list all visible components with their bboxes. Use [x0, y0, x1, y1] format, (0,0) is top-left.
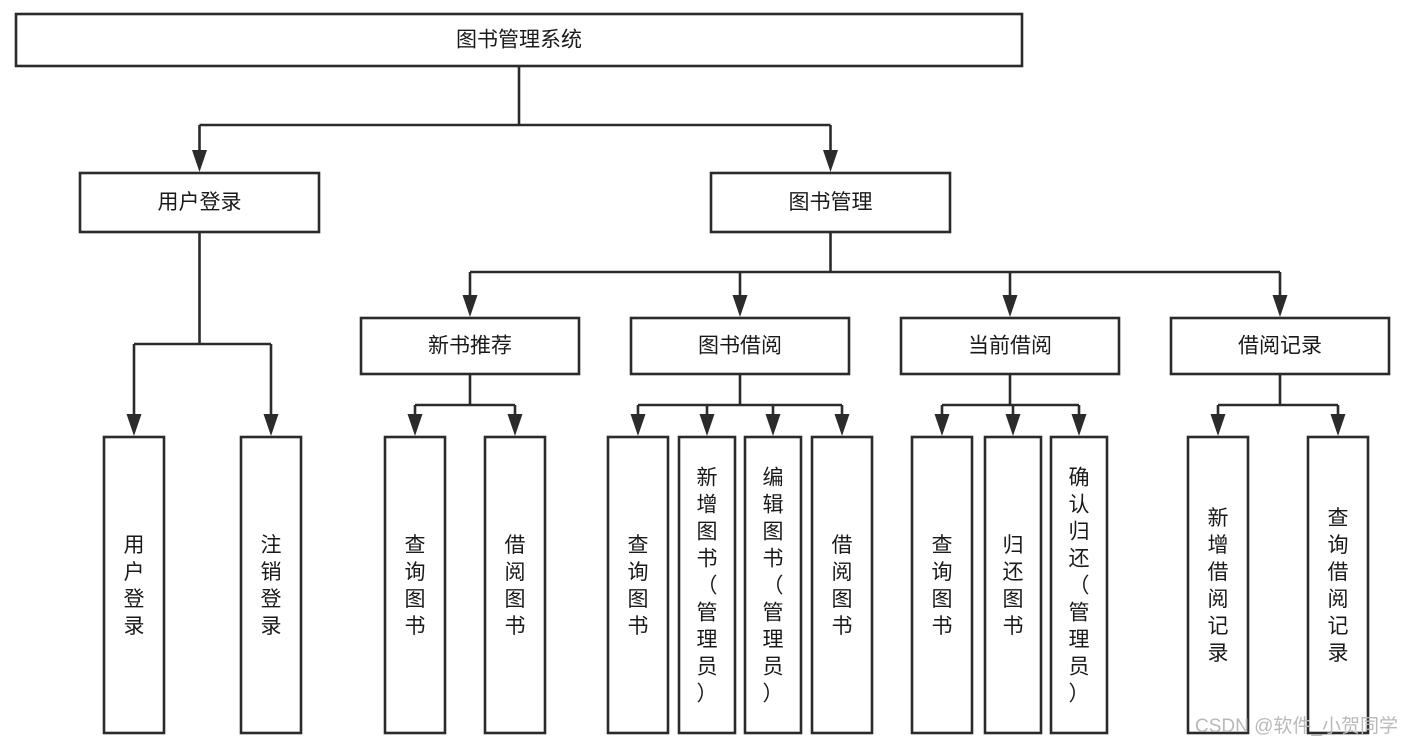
node-box-root[interactable]	[14, 12, 1024, 68]
node-box-leaf-query-book-2[interactable]	[606, 435, 670, 735]
arrow-head-icon	[263, 414, 279, 436]
arrow-head-icon	[1071, 414, 1087, 436]
node-user-login[interactable]: 用户登录	[78, 171, 321, 234]
node-label-leaf-user-login: 用户登录	[124, 534, 145, 638]
node-label-current-borrow: 当前借阅	[968, 335, 1052, 358]
node-box-leaf-add-book[interactable]	[677, 435, 737, 735]
node-box-book-manage[interactable]	[709, 171, 952, 234]
node-box-leaf-borrow-book-2[interactable]	[810, 435, 874, 735]
node-label-leaf-query-book-2: 查询图书	[628, 534, 649, 638]
watermark-label: CSDN @软件_小贺同学	[1195, 715, 1398, 737]
node-leaf-add-record[interactable]: 新增借阅记录	[1186, 435, 1250, 735]
connector-group-current-borrow	[934, 374, 1087, 436]
arrow-head-icon	[1330, 414, 1346, 436]
node-leaf-confirm-return[interactable]: 确认归还（管理员）	[1049, 435, 1109, 735]
arrow-head-icon	[507, 414, 523, 436]
node-label-leaf-query-book-1: 查询图书	[405, 534, 426, 638]
node-box-book-borrow[interactable]	[629, 316, 851, 376]
arrow-head-icon	[823, 150, 838, 172]
connector-group-new-book-rec	[407, 374, 523, 436]
node-leaf-add-book[interactable]: 新增图书（管理员）	[677, 435, 737, 735]
node-box-user-login[interactable]	[78, 171, 321, 234]
node-leaf-user-logout[interactable]: 注销登录	[239, 435, 303, 735]
arrow-head-icon	[192, 150, 207, 172]
arrow-head-icon	[126, 414, 142, 436]
node-box-current-borrow[interactable]	[899, 316, 1121, 376]
arrow-head-icon	[1272, 295, 1288, 317]
node-box-leaf-confirm-return[interactable]	[1049, 435, 1109, 735]
node-box-leaf-return-book[interactable]	[983, 435, 1043, 735]
node-box-new-book-rec[interactable]	[359, 316, 581, 376]
node-leaf-return-book[interactable]: 归还图书	[983, 435, 1043, 735]
node-label-borrow-record: 借阅记录	[1238, 335, 1322, 358]
node-box-leaf-user-login[interactable]	[102, 435, 166, 735]
arrow-head-icon	[407, 414, 423, 436]
node-label-leaf-add-record: 新增借阅记录	[1208, 507, 1229, 665]
arrow-head-icon	[834, 414, 850, 436]
node-box-leaf-query-book-1[interactable]	[383, 435, 447, 735]
connector-group-borrow-record	[1210, 374, 1346, 436]
connector-group-book-borrow	[630, 374, 850, 436]
node-leaf-edit-book[interactable]: 编辑图书（管理员）	[743, 435, 803, 735]
node-leaf-user-login[interactable]: 用户登录	[102, 435, 166, 735]
arrow-head-icon	[1210, 414, 1226, 436]
node-borrow-record[interactable]: 借阅记录	[1169, 316, 1391, 376]
node-label-leaf-borrow-book-1: 借阅图书	[505, 534, 526, 638]
node-box-leaf-edit-book[interactable]	[743, 435, 803, 735]
arrow-head-icon	[732, 295, 748, 317]
node-leaf-borrow-book-2[interactable]: 借阅图书	[810, 435, 874, 735]
node-box-leaf-query-record[interactable]	[1306, 435, 1370, 735]
node-new-book-rec[interactable]: 新书推荐	[359, 316, 581, 376]
arrow-head-icon	[934, 414, 950, 436]
node-label-book-borrow: 图书借阅	[698, 335, 782, 358]
node-leaf-query-record[interactable]: 查询借阅记录	[1306, 435, 1370, 735]
node-label-new-book-rec: 新书推荐	[428, 335, 512, 358]
node-label-leaf-query-record: 查询借阅记录	[1328, 507, 1349, 665]
arrow-head-icon	[765, 414, 781, 436]
node-label-leaf-user-logout: 注销登录	[261, 534, 282, 638]
node-box-borrow-record[interactable]	[1169, 316, 1391, 376]
connector-group-book-manage	[462, 232, 1288, 317]
arrow-head-icon	[630, 414, 646, 436]
node-leaf-query-book-2[interactable]: 查询图书	[606, 435, 670, 735]
arrow-head-icon	[1005, 414, 1021, 436]
node-box-leaf-query-book-3[interactable]	[910, 435, 974, 735]
connector-group-user-login	[126, 232, 279, 436]
node-label-leaf-confirm-return: 确认归还（管理员）	[1069, 467, 1090, 706]
nodes-layer: 图书管理系统用户登录图书管理新书推荐图书借阅当前借阅借阅记录用户登录注销登录查询…	[14, 12, 1391, 735]
connector-group-root	[192, 66, 838, 172]
node-box-leaf-user-logout[interactable]	[239, 435, 303, 735]
node-box-leaf-borrow-book-1[interactable]	[483, 435, 547, 735]
connectors-layer	[126, 66, 1346, 436]
node-leaf-query-book-1[interactable]: 查询图书	[383, 435, 447, 735]
node-label-book-manage: 图书管理	[789, 191, 873, 214]
node-book-borrow[interactable]: 图书借阅	[629, 316, 851, 376]
node-label-leaf-edit-book: 编辑图书（管理员）	[763, 467, 784, 706]
node-leaf-borrow-book-1[interactable]: 借阅图书	[483, 435, 547, 735]
node-current-borrow[interactable]: 当前借阅	[899, 316, 1121, 376]
node-label-leaf-borrow-book-2: 借阅图书	[832, 534, 853, 638]
node-leaf-query-book-3[interactable]: 查询图书	[910, 435, 974, 735]
arrow-head-icon	[462, 295, 478, 317]
node-label-leaf-return-book: 归还图书	[1003, 534, 1024, 638]
node-book-manage[interactable]: 图书管理	[709, 171, 952, 234]
arrow-head-icon	[699, 414, 715, 436]
node-label-user-login: 用户登录	[158, 191, 242, 214]
node-label-leaf-query-book-3: 查询图书	[932, 534, 953, 638]
node-root[interactable]: 图书管理系统	[14, 12, 1024, 68]
node-label-leaf-add-book: 新增图书（管理员）	[697, 467, 718, 706]
node-box-leaf-add-record[interactable]	[1186, 435, 1250, 735]
node-label-root: 图书管理系统	[456, 29, 582, 52]
arrow-head-icon	[1002, 295, 1018, 317]
